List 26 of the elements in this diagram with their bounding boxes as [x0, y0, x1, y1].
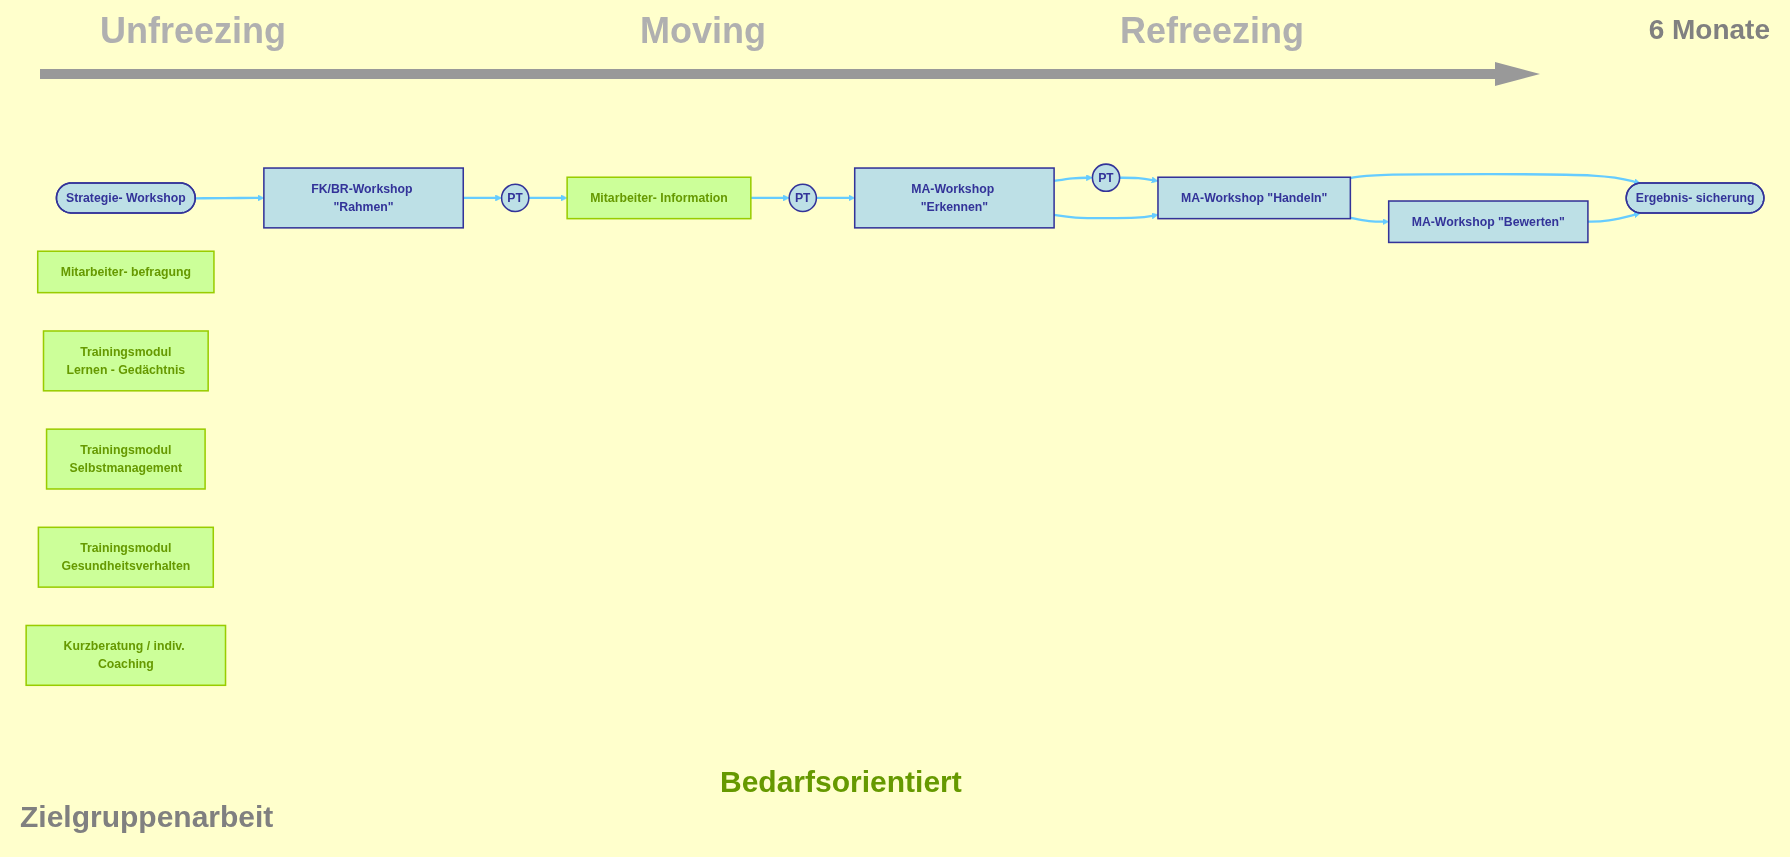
- node-box: Trainingsmodul Lernen - Gedächtnis: [42, 330, 209, 392]
- node-box: FK/BR-Workshop "Rahmen": [263, 167, 464, 229]
- node-circle: PT: [500, 183, 530, 213]
- phase-label: Unfreezing: [100, 10, 286, 52]
- node-box: Trainingsmodul Selbstmanagement: [45, 428, 206, 490]
- arrow: [528, 194, 568, 202]
- node-circle: PT: [1091, 163, 1121, 193]
- node-box: MA-Workshop "Bewerten": [1387, 200, 1589, 244]
- arrow: [1350, 216, 1389, 226]
- arrow: [1350, 173, 1641, 186]
- section-label: Zielgruppenarbeit: [20, 800, 274, 834]
- arrow: [463, 194, 502, 202]
- phase-label: Refreezing: [1120, 10, 1305, 52]
- node-box: MA-Workshop "Erkennen": [853, 167, 1055, 229]
- duration-label: 6 Monate: [1648, 14, 1770, 46]
- node-box: Kurzberatung / indiv. Coaching: [25, 625, 227, 687]
- arrow: [750, 194, 790, 202]
- node-box: Mitarbeiter- Information: [566, 176, 752, 220]
- arrow: [1587, 211, 1641, 224]
- node-box: MA-Workshop "Handeln": [1157, 176, 1352, 220]
- phase-label: Moving: [640, 10, 766, 52]
- node-box: Trainingsmodul Gesundheitsverhalten: [37, 526, 215, 589]
- node-box: Mitarbeiter- befragung: [36, 250, 215, 294]
- section-label: Bedarfsorientiert: [720, 765, 962, 799]
- node-circle: PT: [788, 183, 818, 213]
- arrow: [816, 194, 855, 202]
